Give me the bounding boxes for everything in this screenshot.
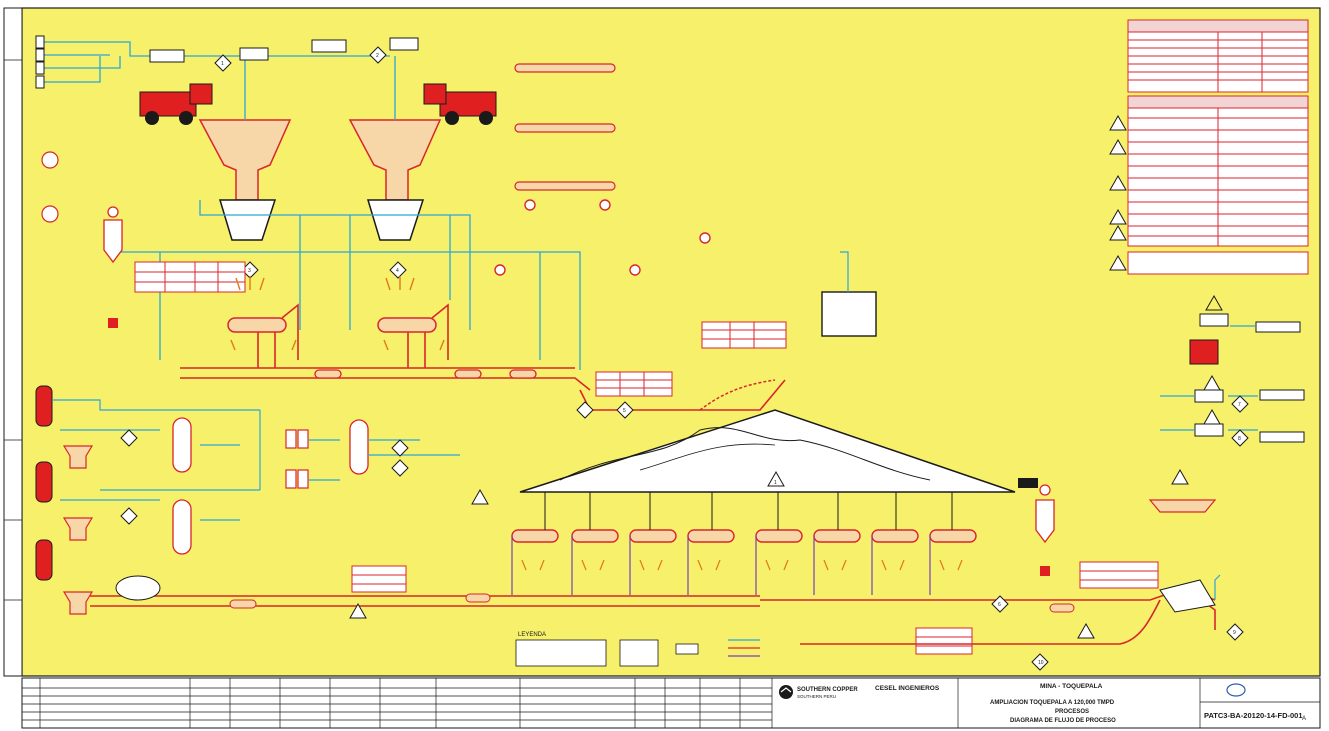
stream-label-4: 4 [396,268,399,274]
valve-right [1040,566,1050,576]
criteria-table-1 [1128,20,1308,92]
company-subname: SOUTHERN PERU [797,694,836,699]
stream-label-10: 10 [1038,660,1044,666]
flotation-tanks-left [36,386,52,580]
criteria-table-2 [1128,96,1308,246]
apron-feeder-1 [228,318,286,332]
stream-label-7: 7 [1238,402,1241,408]
company-name: SOUTHERN COPPER [797,687,858,693]
water-tank [822,292,876,336]
belt-right [1050,604,1074,612]
stream-label-9: 9 [1233,630,1236,636]
note-marker: 1 [774,480,777,486]
drawing-number: PATC3-BA-20120-14-FD-001 [1204,711,1303,720]
stream-label-1: 1 [221,61,224,67]
dust-pile-right [1018,478,1038,488]
stream-table-crusher [135,262,245,292]
apron-feeder-2 [378,318,436,332]
stream-label-2: 2 [376,53,379,59]
stream-label-5: 5 [623,408,626,414]
project-name: AMPLIACION TOQUEPALA A 120,000 TMPD [990,700,1115,706]
revision-mark: A [1302,716,1306,722]
bottom-belt-left [230,600,256,608]
stream-label-8: 8 [1238,436,1241,442]
left-margin-strip [4,8,22,676]
notes-table [1128,252,1308,274]
discipline-name: PROCESOS [1055,709,1089,715]
consultant-name: CESEL INGENIEROS [875,685,940,692]
title-block-frame [22,678,1320,728]
cloud-symbol [116,576,160,600]
company-logo [779,685,793,699]
thickener [1150,500,1215,512]
stream-label-6: 6 [998,602,1001,608]
stream-label-3: 3 [248,268,251,274]
drawing-title: DIAGRAMA DE FLUJO DE PROCESO [1010,718,1116,724]
valve-left [108,318,118,328]
bottom-belt-mid [466,594,490,602]
mine-name: MINA - TOQUEPALA [1040,683,1103,690]
legend-title: LEYENDA [518,632,546,638]
